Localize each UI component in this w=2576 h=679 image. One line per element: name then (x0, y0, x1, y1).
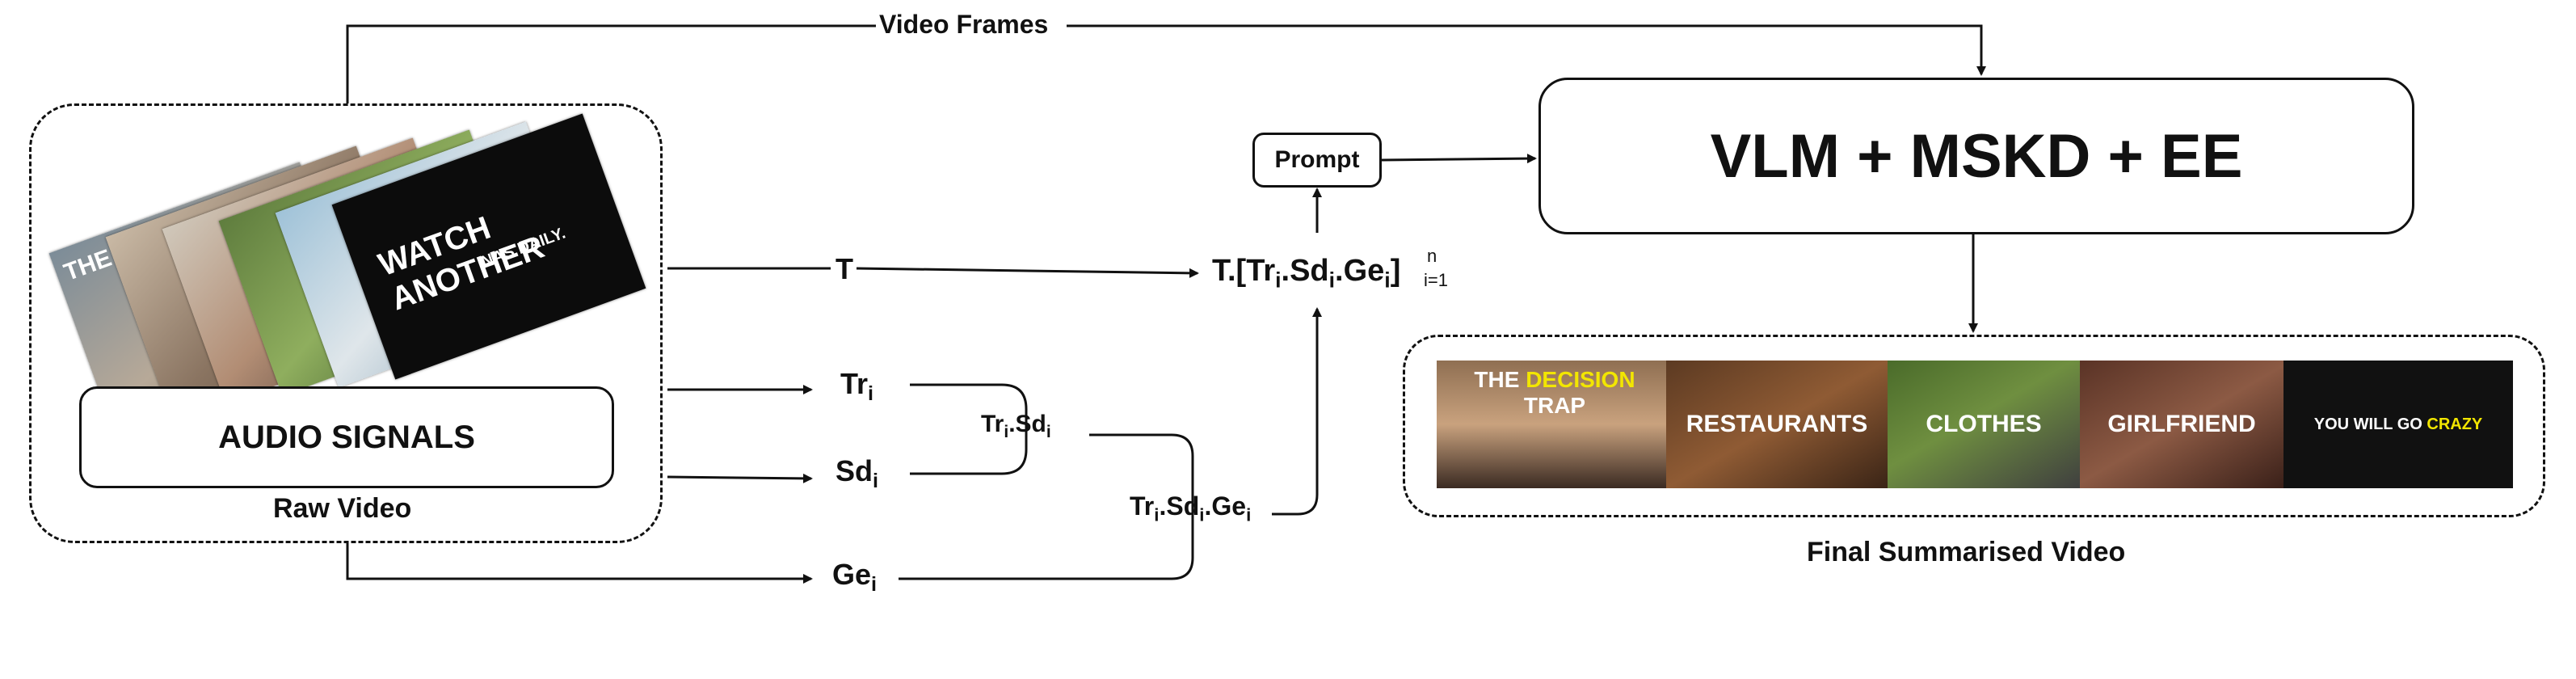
tr-sd-ge-label: Tri.Sdi.Gei (1130, 491, 1251, 525)
aggregate-formula: T.[Tri.Sdi.Gei] (1212, 254, 1400, 293)
prompt-label: Prompt (1274, 146, 1360, 173)
ge-subscript: i (871, 573, 878, 597)
thumb2-title: RESTAURANTS (1686, 411, 1868, 437)
sd-base: Sd (836, 454, 873, 487)
dot: . (1008, 411, 1016, 437)
tr-base: Tr (1246, 254, 1276, 288)
ge-base: Ge (1343, 254, 1385, 288)
sd-subscript: i (1046, 423, 1051, 441)
sd-arrow (667, 473, 813, 483)
dot: . (1335, 254, 1344, 288)
watch-another-text: WATCH ANOTHER (373, 209, 549, 318)
t1-the: THE (1474, 367, 1520, 392)
t5-crazy: CRAZY (2427, 415, 2483, 433)
title-the: THE (60, 244, 116, 287)
audio-signals-label: AUDIO SIGNALS (218, 419, 475, 455)
tr-subscript: i (1004, 423, 1009, 441)
tr-sd-bracket (910, 383, 1028, 475)
raw-video-group (29, 103, 663, 543)
t1-decision: DECISION (1526, 367, 1635, 392)
summary-thumb-decision-trap: THE DECISION TRAP (1437, 361, 1666, 488)
dot: . (1204, 491, 1212, 521)
raw-video-label: Raw Video (273, 493, 412, 524)
ge-label: Gei (832, 558, 877, 597)
sd-base: Sd (1290, 254, 1329, 288)
sd-base: Sd (1015, 411, 1046, 437)
tr-base: Tr (840, 367, 869, 400)
summary-thumb-clothes: CLOTHES (1888, 361, 2080, 488)
raw-video-frames: THE DECISION TRAP WATCH ANOTHER NAS DAIL… (48, 113, 646, 428)
summary-thumb-crazy: YOU WILL GO CRAZY (2283, 361, 2513, 488)
dot: . (1281, 254, 1290, 288)
prompt-box: Prompt (1252, 133, 1382, 188)
audio-signals-box: AUDIO SIGNALS (79, 386, 614, 488)
ge-subscript: i (1384, 268, 1391, 293)
sd-base: Sd (1166, 491, 1200, 521)
trsdge-up-arrow (1272, 307, 1322, 516)
tr-subscript: i (1154, 504, 1160, 525)
video-frames-arrow (346, 24, 1981, 103)
formula-lower-limit: i=1 (1424, 270, 1448, 290)
prompt-to-model-arrow (1381, 154, 1537, 164)
t-arrow (856, 267, 1199, 278)
thumb3-title: CLOTHES (1926, 411, 2042, 437)
sd-subscript: i (1328, 268, 1336, 293)
thumb1-title: THE DECISION TRAP (1443, 367, 1666, 419)
model-label: VLM + MSKD + EE (1710, 121, 2243, 191)
tr-base: Tr (981, 411, 1004, 437)
sd-subscript: i (1199, 504, 1205, 525)
t1-trap: TRAP (1523, 393, 1586, 418)
thumb5-title: YOU WILL GO CRAZY (2314, 415, 2483, 434)
final-video-group (1403, 335, 2545, 517)
tr-sd-label: Tri.Sdi (981, 411, 1051, 442)
final-video-label: Final Summarised Video (1807, 537, 2126, 567)
ge-base: Ge (832, 558, 872, 591)
formula-suffix: ] (1390, 254, 1401, 288)
dot: . (1159, 491, 1167, 521)
summary-thumb-girlfriend: GIRLFRIEND (2080, 361, 2283, 488)
summary-thumb-restaurants: RESTAURANTS (1666, 361, 1888, 488)
video-frames-label: Video Frames (879, 10, 1049, 39)
t-label: T (836, 252, 853, 285)
ge-subscript: i (1246, 504, 1252, 525)
tr-label: Tri (840, 367, 873, 406)
thumb4-title: GIRLFRIEND (2107, 411, 2256, 437)
formula-prefix: T.[ (1212, 254, 1247, 288)
tr-base: Tr (1130, 491, 1155, 521)
tr-subscript: i (1275, 268, 1282, 293)
sd-label: Sdi (836, 454, 878, 493)
sd-subscript: i (873, 470, 879, 493)
tr-subscript: i (868, 382, 874, 406)
formula-upper-limit: n (1427, 246, 1437, 266)
ge-base: Ge (1211, 491, 1247, 521)
ge-arrow (346, 543, 813, 584)
trsd-ge-bracket (899, 433, 1194, 580)
model-box: VLM + MSKD + EE (1538, 78, 2414, 234)
t5-main: YOU WILL GO (2313, 415, 2422, 433)
